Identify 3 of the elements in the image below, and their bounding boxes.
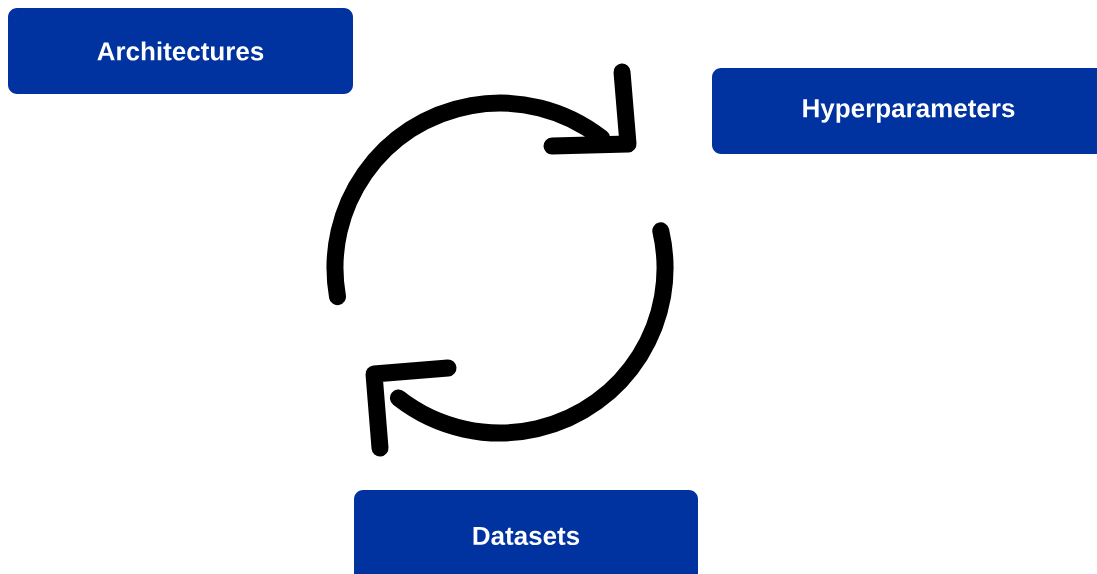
label-box: Architectures xyxy=(8,8,353,94)
label-box: Datasets xyxy=(354,490,698,574)
label-box: Hyperparameters xyxy=(712,68,1097,154)
